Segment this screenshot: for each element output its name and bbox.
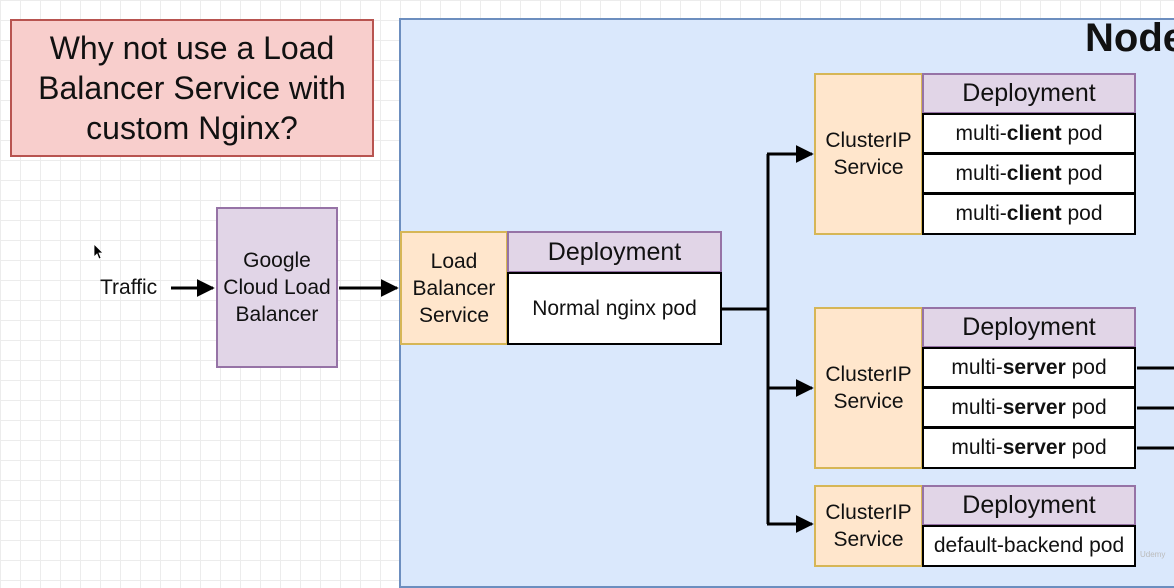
node-title: Node <box>1085 16 1174 60</box>
default-backend-pod: default-backend pod <box>922 525 1136 567</box>
nginx-pod: Normal nginx pod <box>507 272 722 345</box>
traffic-label: Traffic <box>100 276 158 299</box>
client-pod-2: multi-client pod <box>922 153 1136 194</box>
connector-lines <box>171 145 1174 533</box>
question-box: Why not use a Load Balancer Service with… <box>10 19 374 157</box>
client-pod-1: multi-client pod <box>922 113 1136 154</box>
server-pod-2: multi-server pod <box>922 387 1136 428</box>
server-pod-1: multi-server pod <box>922 347 1136 388</box>
client-deployment-header: Deployment <box>922 73 1136 114</box>
clusterip-service-client: ClusterIP Service <box>814 73 923 235</box>
server-pod-3: multi-server pod <box>922 427 1136 469</box>
nginx-deployment-header: Deployment <box>507 231 722 273</box>
server-deployment-header: Deployment <box>922 307 1136 348</box>
default-backend-deployment-header: Deployment <box>922 485 1136 526</box>
mouse-cursor-icon <box>93 243 104 264</box>
google-cloud-lb-box: Google Cloud Load Balancer <box>216 207 338 368</box>
watermark: Udemy <box>1140 550 1166 559</box>
clusterip-service-default-backend: ClusterIP Service <box>814 485 923 567</box>
clusterip-service-server: ClusterIP Service <box>814 307 923 469</box>
lb-service-box: Load Balancer Service <box>400 231 508 345</box>
client-pod-3: multi-client pod <box>922 193 1136 235</box>
